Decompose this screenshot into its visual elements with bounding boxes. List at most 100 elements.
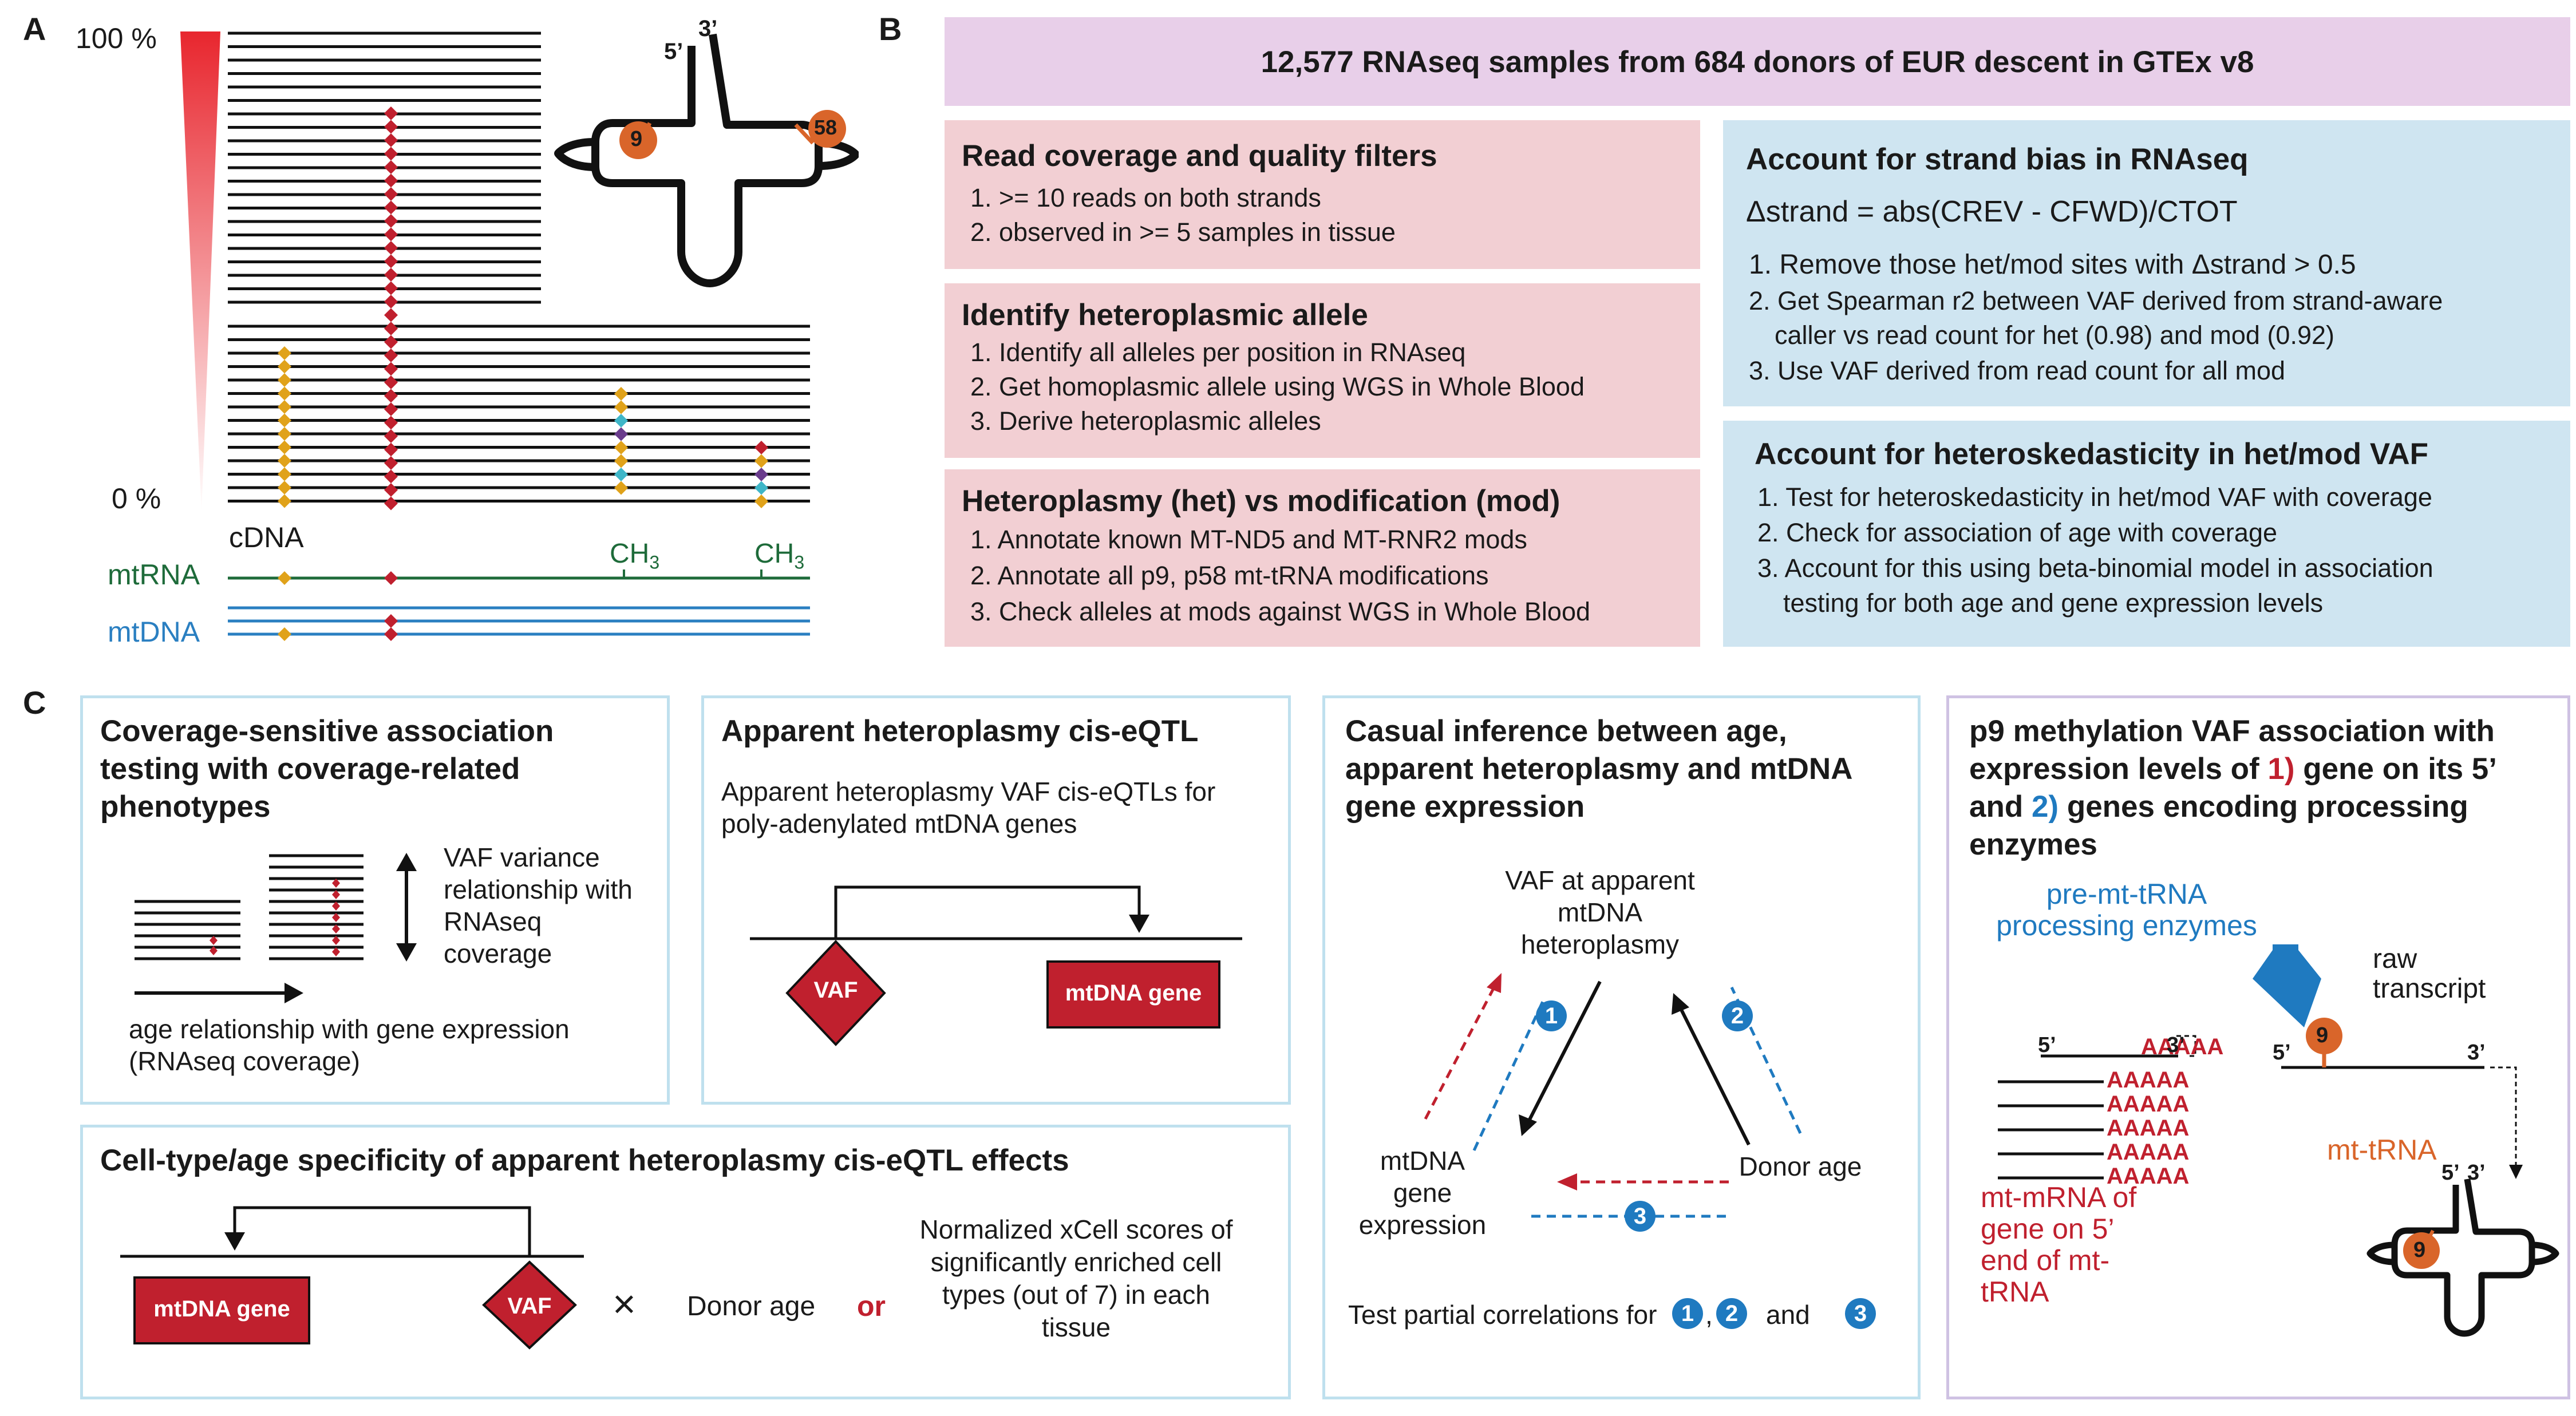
allele-diamond-red xyxy=(384,362,398,376)
or-text: or xyxy=(857,1290,886,1322)
cell-type-age-title: Cell-type/age specificity of apparent he… xyxy=(100,1144,1069,1177)
panel-a-letter: A xyxy=(23,11,46,47)
allele-diamond-gold xyxy=(278,413,291,428)
polya-4: AAAAA xyxy=(2107,1140,2190,1165)
allele-diamond-red xyxy=(384,120,398,134)
allele-diamond-red xyxy=(384,187,398,201)
comma-text: , xyxy=(1705,1300,1713,1330)
blue-dash-2 xyxy=(1730,986,1802,1134)
coverage-reads-diagram xyxy=(135,853,417,1003)
mtdna-diamond-red-1 xyxy=(384,614,398,628)
allele-diamond-gold xyxy=(278,427,291,441)
mt-trna-9-label: 9 xyxy=(2413,1238,2426,1262)
polya-add-arrow xyxy=(2175,1035,2196,1057)
allele-diamond-red xyxy=(384,160,398,174)
mt-trna-label: mt-tRNA xyxy=(2327,1134,2437,1166)
gene-node-text: mtDNA gene expression xyxy=(1358,1146,1487,1240)
pct-top-label: 100 % xyxy=(76,22,157,54)
read-coverage-box: Read coverage and quality filters 1. >= … xyxy=(945,120,1700,269)
allele-diamond-red xyxy=(384,106,398,120)
enzyme-arrow xyxy=(2253,950,2321,1027)
cell-type-age-box: Cell-type/age specificity of apparent he… xyxy=(80,1125,1291,1399)
allele-diamond-ch3-a xyxy=(614,387,628,401)
heteroplasmic-allele-title: Identify heteroplasmic allele xyxy=(962,298,1368,332)
allele-diamond-red xyxy=(384,281,398,295)
trna-58-circle xyxy=(808,110,846,148)
allele-diamond-red xyxy=(384,147,398,161)
allele-diamond-red xyxy=(384,268,398,282)
causal-inference-box: Casual inference between age, apparent h… xyxy=(1322,695,1921,1399)
polya-3: AAAAA xyxy=(2107,1116,2190,1141)
mtdna-label: mtDNA xyxy=(108,616,200,648)
mt-trna-small xyxy=(2366,1178,2559,1337)
allele-diamond-ch3-a xyxy=(614,427,628,441)
age-to-vaf-arrow xyxy=(1678,1006,1751,1146)
mtrna-diamond-red xyxy=(384,571,398,585)
heteroskedasticity-title: Account for heteroskedasticity in het/mo… xyxy=(1755,437,2428,471)
trna-5-label: 5’ xyxy=(664,39,683,64)
strand-bias-formula: Δstrand = abs(CREV - CFWD)/CTOT xyxy=(1746,195,2238,228)
times-symbol: × xyxy=(613,1281,636,1326)
allele-diamond-red xyxy=(384,322,398,335)
heteroplasmic-allele-line-3: 3. Derive heteroplasmic alleles xyxy=(970,406,1321,436)
allele-diamond-red xyxy=(384,429,398,443)
allele-diamond-gold xyxy=(278,400,291,414)
mt-mrna-text: mt-mRNA of gene on 5’ end of mt-tRNA xyxy=(1981,1181,2137,1308)
trna-58-label: 58 xyxy=(814,116,837,139)
allele-diamond-red xyxy=(384,402,398,416)
allele-diamond-gold xyxy=(278,494,291,508)
trna-cloverleaf xyxy=(554,33,859,287)
allele-diamond-red xyxy=(384,133,398,147)
badge-3 xyxy=(1625,1201,1656,1232)
causal-diagram xyxy=(1424,973,1876,1329)
age-relationship-text: age relationship with gene expression (R… xyxy=(129,1014,570,1076)
allele-diamond-red xyxy=(384,375,398,389)
badge-3-label: 3 xyxy=(1633,1204,1647,1229)
p9-methylation-box: p9 methylation VAF association with expr… xyxy=(1946,695,2570,1399)
eqtl-link-c3 xyxy=(233,1206,531,1256)
allele-diamond-gold xyxy=(278,386,291,401)
allele-diamond-ch3-a xyxy=(614,468,628,481)
allele-diamond-ch3-a xyxy=(614,454,628,468)
allele-diamond-gold xyxy=(278,373,291,387)
polya-2: AAAAA xyxy=(2107,1091,2190,1117)
allele-diamond-gold xyxy=(278,440,291,454)
badge-2 xyxy=(1722,1000,1753,1031)
badge-test-3 xyxy=(1845,1298,1876,1329)
panel-c-letter: C xyxy=(23,685,46,721)
allele-diamond-red xyxy=(384,349,398,362)
cleaved-5-label: 5’ xyxy=(2038,1033,2056,1057)
partial-correlations-text: Test partial correlations for xyxy=(1348,1300,1657,1330)
allele-diamond-red xyxy=(384,416,398,430)
allele-diamond-gold xyxy=(278,454,291,468)
badge-test-1 xyxy=(1672,1298,1703,1329)
panel-b-letter: B xyxy=(879,11,902,47)
reference-lines xyxy=(228,569,810,636)
raw-transcript-text: raw transcript xyxy=(2373,944,2486,1004)
allele-diamond-red xyxy=(384,483,398,497)
mtdna-gene-label: mtDNA gene xyxy=(1065,980,1202,1006)
trna-9-label: 9 xyxy=(630,127,643,151)
allele-diamond-red xyxy=(384,389,398,403)
and-text: and xyxy=(1766,1300,1810,1330)
allele-diamond-gold xyxy=(278,359,291,374)
strand-bias-title: Account for strand bias in RNAseq xyxy=(1746,143,2249,176)
allele-diamond-ch3-b xyxy=(754,468,768,481)
allele-diamond-gold xyxy=(278,467,291,481)
donor-age-text: Donor age xyxy=(687,1291,816,1322)
het-vs-mod-line-2: 2. Annotate all p9, p58 mt-tRNA modifica… xyxy=(970,561,1489,590)
cell-type-age-diagram xyxy=(120,1206,584,1350)
allele-diamond-ch3-a xyxy=(614,400,628,414)
allele-diamond-red xyxy=(384,173,398,188)
allele-diamond-gold xyxy=(278,346,291,360)
mtdna-gene-box-c3 xyxy=(133,1276,310,1344)
badge-test-2-label: 2 xyxy=(1725,1301,1739,1326)
mtrna-diamond-gold xyxy=(278,571,291,585)
heteroskedasticity-line-1: 1. Test for heteroskedasticity in het/mo… xyxy=(1757,482,2432,512)
variance-arrow-head-down xyxy=(396,943,417,962)
badge-test-2 xyxy=(1716,1298,1747,1329)
trna-9-circle xyxy=(619,121,657,159)
variance-arrow-head-up xyxy=(396,853,417,871)
strand-bias-line-4: 3. Use VAF derived from read count for a… xyxy=(1749,356,2286,385)
read-coverage-line-2: 2. observed in >= 5 samples in tissue xyxy=(970,217,1396,247)
